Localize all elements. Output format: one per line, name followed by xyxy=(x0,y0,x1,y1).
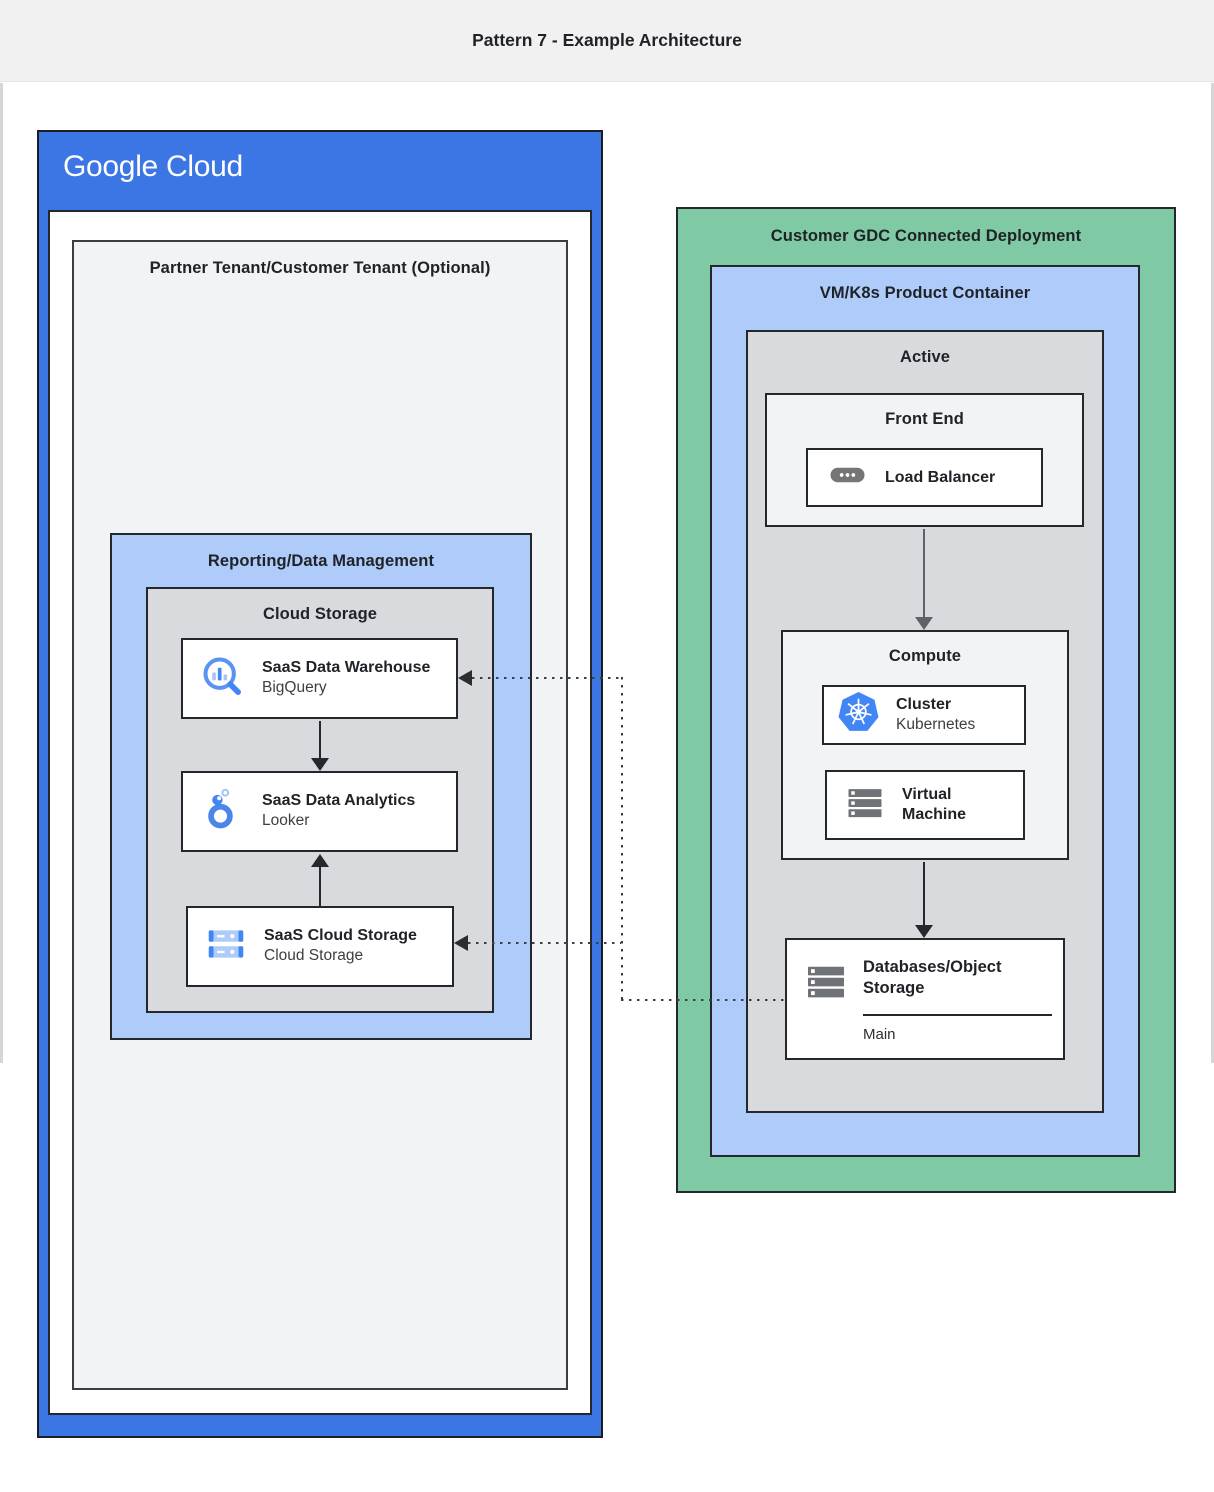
cloud-storage-zone-label: Cloud Storage xyxy=(262,605,378,623)
arrow-frontend-to-compute xyxy=(923,529,925,618)
cloud-storage-icon xyxy=(204,922,248,971)
compute-label: Compute xyxy=(888,647,962,665)
active-label: Active xyxy=(899,348,951,366)
saas-data-warehouse-card: SaaS Data Warehouse BigQuery xyxy=(181,638,458,719)
arrow-storage-to-analytics xyxy=(319,866,321,906)
load-balancer-icon xyxy=(830,467,865,488)
diagram-header: Pattern 7 - Example Architecture xyxy=(0,0,1214,82)
saas-data-warehouse-subtitle: BigQuery xyxy=(262,679,327,697)
arrow-compute-to-databases xyxy=(923,862,925,926)
dotted-arrowhead-to-storage xyxy=(454,935,468,951)
saas-data-analytics-card: SaaS Data Analytics Looker xyxy=(181,771,458,852)
saas-cloud-storage-title: SaaS Cloud Storage xyxy=(264,927,417,945)
arrowhead-frontend-to-compute xyxy=(915,617,933,630)
cluster-title: Cluster xyxy=(896,695,952,713)
saas-cloud-storage-subtitle: Cloud Storage xyxy=(264,947,364,965)
arrowhead-compute-to-databases xyxy=(915,925,933,938)
dotted-line-warehouse-horizontal xyxy=(472,677,622,679)
dotted-line-storage-horizontal xyxy=(468,942,621,944)
page-edge-right xyxy=(1211,83,1214,1063)
dotted-line-vertical xyxy=(621,677,623,1001)
customer-gdc-label: Customer GDC Connected Deployment xyxy=(770,227,1082,245)
databases-object-storage-card: Databases/Object Storage Main xyxy=(785,938,1065,1060)
looker-icon xyxy=(199,786,245,837)
databases-object-storage-title: Databases/Object Storage xyxy=(863,958,1002,997)
virtual-machine-title: Virtual Machine xyxy=(902,786,967,823)
arrowhead-warehouse-to-analytics xyxy=(311,758,329,771)
cluster-card: Cluster Kubernetes xyxy=(822,685,1026,745)
databases-card-divider xyxy=(863,1014,1052,1016)
cluster-subtitle: Kubernetes xyxy=(896,715,976,733)
front-end-label: Front End xyxy=(885,410,964,428)
page-edge-left xyxy=(0,83,3,1063)
databases-main-label: Main xyxy=(863,1026,896,1043)
load-balancer-card: Load Balancer xyxy=(806,448,1043,507)
dotted-line-databases-horizontal xyxy=(621,999,785,1001)
dotted-arrowhead-to-warehouse xyxy=(458,670,472,686)
kubernetes-icon xyxy=(836,690,881,740)
bigquery-icon xyxy=(199,653,245,704)
virtual-machine-card: Virtual Machine xyxy=(825,770,1025,840)
reporting-data-management-label: Reporting/Data Management xyxy=(207,552,435,570)
saas-data-analytics-subtitle: Looker xyxy=(262,812,310,830)
arrow-warehouse-to-analytics xyxy=(319,721,321,761)
saas-cloud-storage-card: SaaS Cloud Storage Cloud Storage xyxy=(186,906,454,987)
google-cloud-logo: Google Cloud xyxy=(63,150,243,183)
arrowhead-storage-to-analytics xyxy=(311,854,329,867)
saas-data-warehouse-title: SaaS Data Warehouse xyxy=(262,659,431,677)
partner-tenant-label: Partner Tenant/Customer Tenant (Optional… xyxy=(149,259,491,277)
load-balancer-title: Load Balancer xyxy=(885,468,996,486)
server-stack-icon xyxy=(802,958,850,1011)
virtual-machine-icon xyxy=(843,781,887,830)
vm-k8s-product-container-label: VM/K8s Product Container xyxy=(819,284,1031,302)
saas-data-analytics-title: SaaS Data Analytics xyxy=(262,792,416,810)
page-title: Pattern 7 - Example Architecture xyxy=(472,30,742,50)
